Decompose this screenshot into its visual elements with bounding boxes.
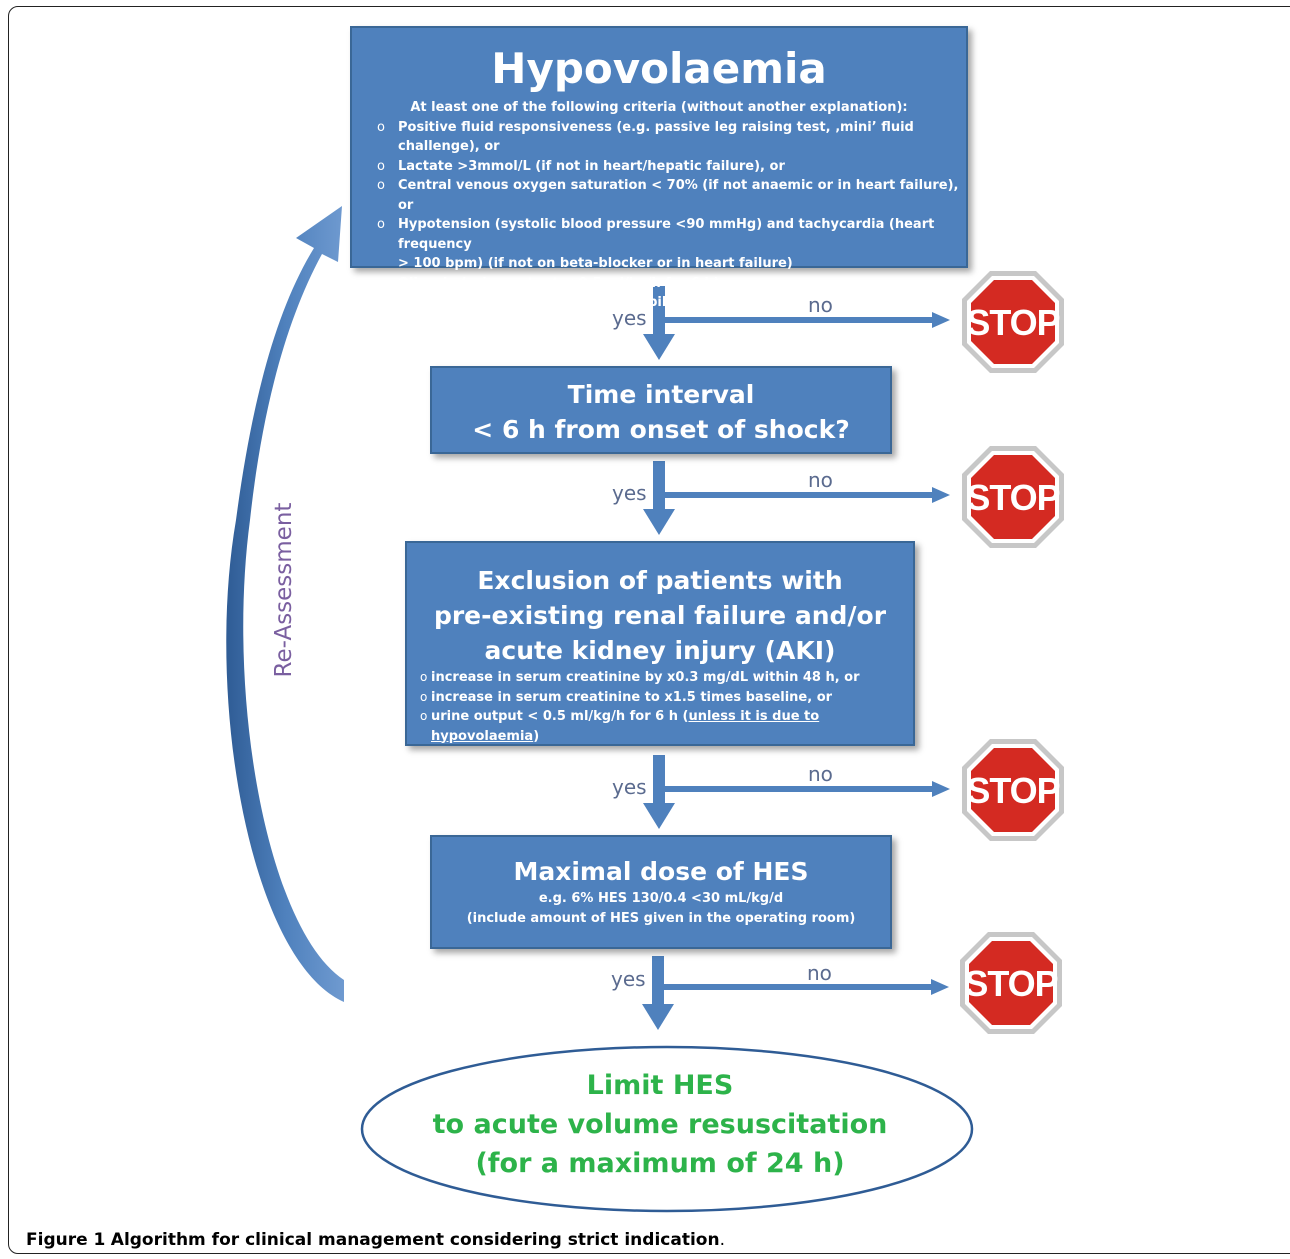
monitoring-note: Consider additional monitoring if stabil…: [378, 295, 953, 310]
max-dose-title: Maximal dose of HES: [513, 857, 809, 886]
exclusion-line1: Exclusion of patients with: [477, 566, 843, 595]
time-interval-box: Time interval < 6 h from onset of shock?: [430, 366, 892, 454]
yes-label: yes: [612, 306, 647, 330]
exclusion-line3: acute kidney injury (AKI): [484, 636, 836, 665]
figure-number: Figure 1: [26, 1230, 106, 1250]
outcome-line2: to acute volume resuscitation: [432, 1109, 888, 1140]
branch-connector: [642, 956, 949, 1030]
max-dose-note: (include amount of HES given in the oper…: [466, 910, 856, 926]
criteria-intro: At least one of the following criteria (…: [410, 100, 908, 115]
yes-label: yes: [612, 481, 647, 505]
exclusion-box: Exclusion of patients with pre-existing …: [405, 541, 915, 746]
hypovolaemia-title: Hypovolaemia: [491, 44, 827, 93]
stop-sign: STOP: [960, 932, 1062, 1034]
outcome-ellipse: [360, 1045, 974, 1213]
stop-sign: STOP: [962, 446, 1064, 548]
branch-connector: [643, 461, 950, 535]
stop-label: STOP: [966, 770, 1059, 811]
figure-caption: Figure 1 Algorithm for clinical manageme…: [26, 1230, 725, 1250]
caption-text: Algorithm for clinical management consid…: [110, 1230, 720, 1250]
yes-label: yes: [611, 967, 646, 991]
yes-label: yes: [612, 775, 647, 799]
outcome-line1: Limit HES: [586, 1070, 734, 1101]
caption-period: .: [719, 1230, 725, 1250]
no-label: no: [808, 762, 833, 786]
no-label: no: [808, 293, 833, 317]
hypovolaemia-box: Hypovolaemia At least one of the followi…: [350, 26, 968, 310]
branch-connector: [643, 286, 950, 360]
stop-sign: STOP: [962, 739, 1064, 841]
branch-connector: [643, 755, 950, 829]
outcome-line3: (for a maximum of 24 h): [475, 1148, 845, 1179]
stop-label: STOP: [966, 302, 1059, 343]
stop-label: STOP: [966, 477, 1059, 518]
figure-frame: [8, 6, 1290, 1254]
max-dose-box: Maximal dose of HES e.g. 6% HES 130/0.4 …: [430, 835, 892, 949]
no-label: no: [808, 468, 833, 492]
reassessment-arrow: [226, 206, 344, 1002]
stop-sign: STOP: [962, 271, 1064, 373]
exclusion-line2: pre-existing renal failure and/or: [433, 601, 887, 630]
stop-label: STOP: [964, 963, 1057, 1004]
reassessment-label: Re-Assessment: [271, 502, 297, 678]
max-dose-example: e.g. 6% HES 130/0.4 <30 mL/kg/d: [538, 891, 784, 906]
criterion-continuation: > 100 bpm) (if not on beta-blocker or in…: [398, 256, 793, 271]
no-label: no: [807, 961, 832, 985]
time-interval-line2: < 6 h from onset of shock?: [472, 415, 850, 444]
time-interval-line1: Time interval: [567, 380, 755, 409]
outcome-text: Limit HES to acute volume resuscitation …: [360, 1066, 960, 1183]
